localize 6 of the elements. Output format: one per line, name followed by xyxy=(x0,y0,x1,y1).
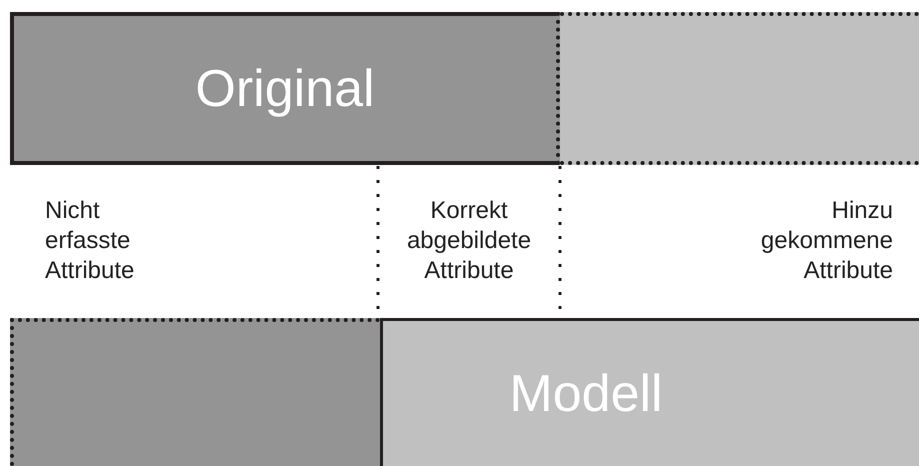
category-label: Nicht erfasste Attribute xyxy=(45,196,136,286)
box-title: Modell xyxy=(509,364,663,424)
category-label: Hinzu gekommene Attribute xyxy=(760,196,893,286)
box-title: Original xyxy=(195,58,375,118)
labeled-box xyxy=(380,318,919,466)
labeled-box xyxy=(10,12,560,165)
